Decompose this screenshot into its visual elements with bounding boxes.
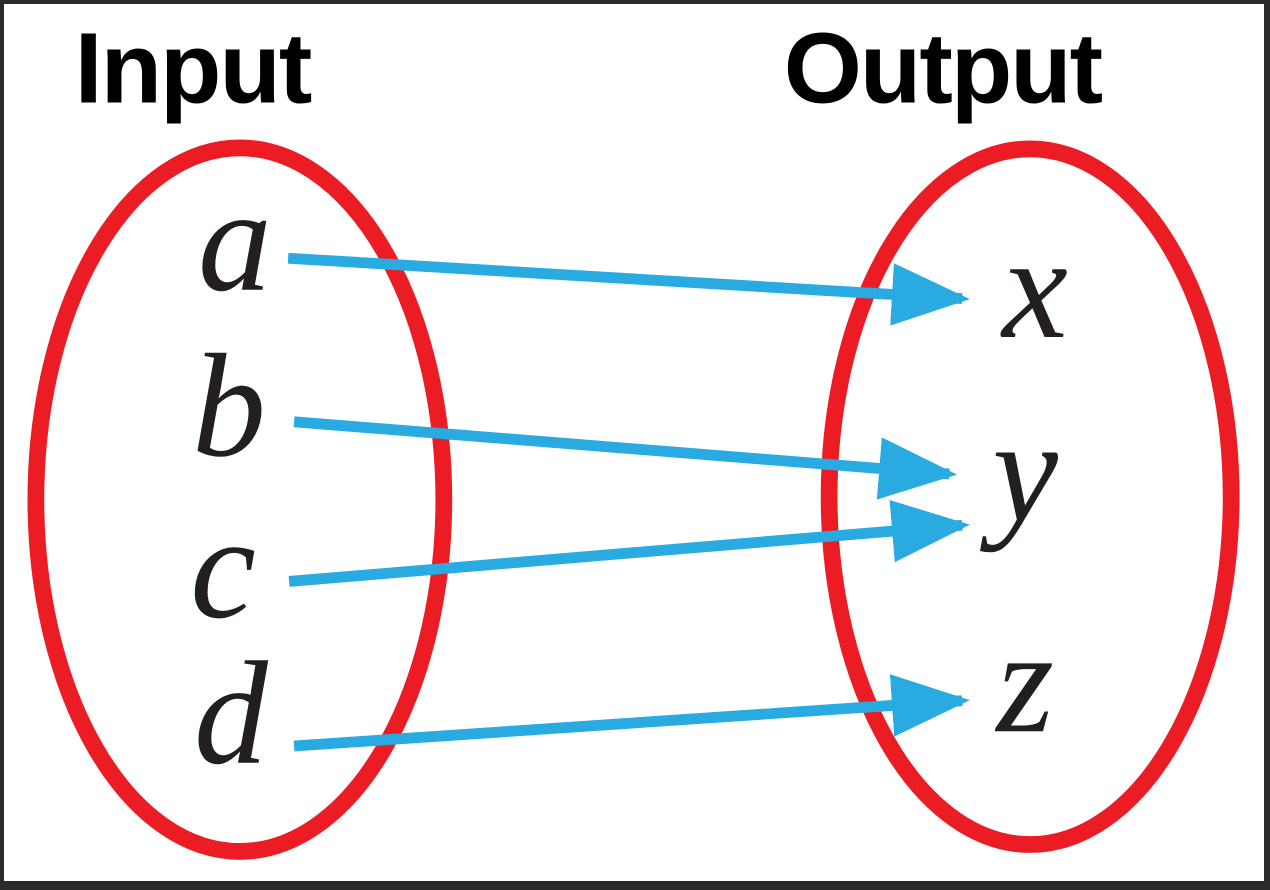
arrow-c-to-y	[288, 500, 970, 587]
input-item-c: c	[190, 485, 256, 649]
arrow-d-to-z	[293, 674, 970, 752]
output-set-title: Output	[784, 13, 1103, 125]
input-set-title: Input	[75, 13, 312, 125]
arrow-a-to-x	[287, 252, 970, 326]
input-item-a: a	[198, 158, 272, 322]
output-item-x: x	[1000, 205, 1068, 369]
arrow-b-to-y	[293, 416, 958, 500]
input-item-d: d	[194, 631, 269, 795]
input-item-b: b	[192, 323, 266, 487]
input-oval	[27, 139, 453, 860]
output-item-z: z	[994, 599, 1054, 763]
output-item-y: y	[979, 388, 1058, 552]
output-oval	[820, 140, 1240, 853]
